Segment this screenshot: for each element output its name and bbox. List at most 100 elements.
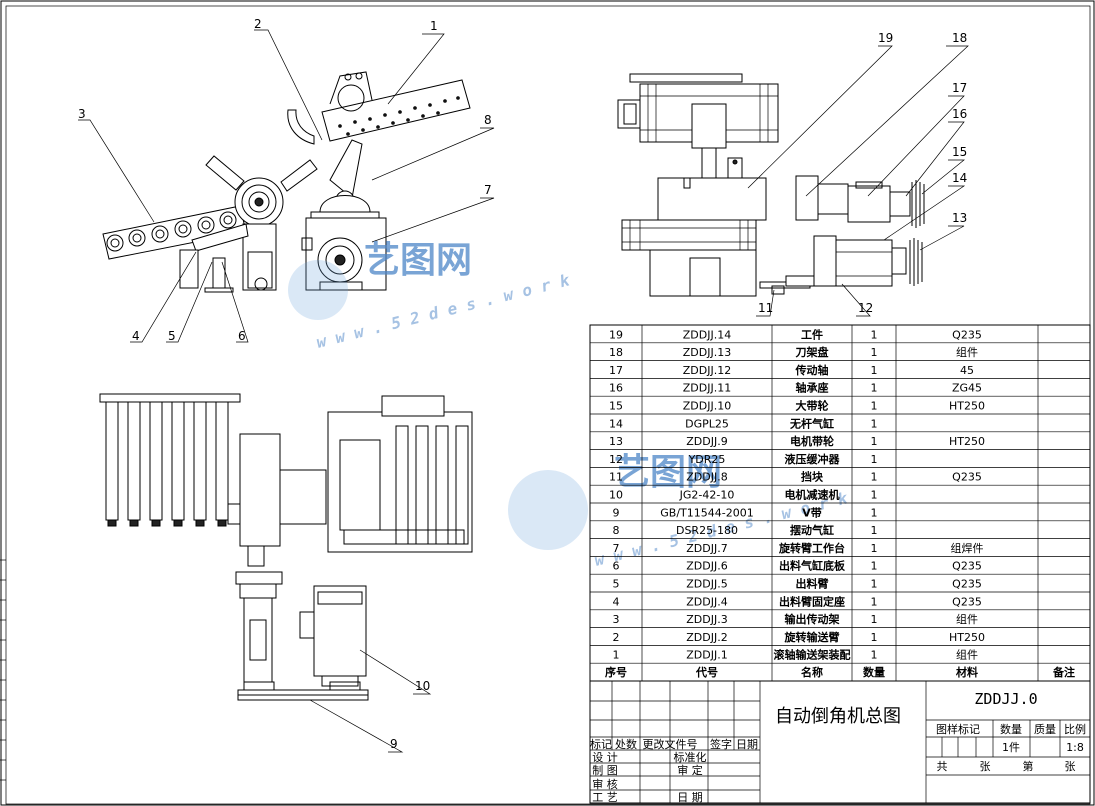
balloon-18: 18 [952,31,967,45]
bom-cell-name: 旋转输送臂 [784,630,840,644]
balloon-11: 11 [758,301,773,315]
center-rotary [227,433,327,683]
bom-cell-material: HT250 [949,631,985,644]
bom-cell-name: 旋转臂工作台 [778,541,845,555]
bom-cell-material: Q235 [952,578,982,591]
bom-cell-code: ZDDJJ.3 [686,613,727,626]
balloon-6: 6 [238,329,246,343]
bom-cell-code: ZDDJJ.7 [686,542,727,555]
bom-cell-seq: 10 [609,489,623,502]
bom-cell-name: 电机减速机 [785,488,840,502]
balloon-8: 8 [484,113,492,127]
bom-cell-code: ZDDJJ.2 [686,631,727,644]
meta-qty-value: 1件 [1002,741,1020,754]
left-margin-ticks [0,559,6,781]
bom-cell-name: 无杆气缸 [789,416,834,430]
upper-feed-plate [287,71,471,145]
bom-cell-code: JG2-42-10 [679,489,735,502]
gantry-assembly [617,73,811,297]
bom-header-material: 材料 [956,665,978,679]
bom-header-name: 名称 [801,665,823,679]
bom-cell-seq: 18 [609,346,623,359]
bom-cell-name: V带 [802,505,822,519]
bom-cell-material: 组焊件 [951,541,984,555]
balloon-7: 7 [484,183,492,197]
bom-cell-qty: 1 [871,453,878,466]
balloon-3: 3 [78,107,86,121]
bom-cell-qty: 1 [871,542,878,555]
rotating-hub [205,155,318,291]
bom-cell-seq: 19 [609,328,623,341]
bom-cell-code: GB/T11544-2001 [660,506,753,519]
bom-cell-qty: 1 [871,400,878,413]
bom-cell-seq: 6 [613,560,620,573]
balloon-9: 9 [390,737,398,751]
bom-cell-code: YDR25 [688,453,726,466]
revision-header: 标记 处数 更改文件号 签字 日期 [590,737,758,751]
bom-cell-seq: 12 [609,453,623,466]
bom-cell-seq: 4 [613,595,620,608]
bom-cell-code: ZDDJJ.9 [686,435,727,448]
motor-unit [771,235,923,295]
balloon-2: 2 [254,17,262,31]
v-belt-drive [237,681,369,701]
bom-cell-seq: 3 [613,613,620,626]
title-block: 标记 处数 更改文件号 签字 日期 设 计 制 图 审 核 工 艺 标准化 审 … [589,680,1091,804]
balloon-4: 4 [132,329,140,343]
sheet-no-label: 第 [1023,759,1034,773]
bom-cell-seq: 17 [609,364,623,377]
bom-cell-seq: 9 [613,506,620,519]
sheet-count-row: 共 张 第 张 [937,759,1076,773]
balloon-15: 15 [952,145,967,159]
balloon-labels: 1 2 3 4 5 6 7 8 9 10 11 12 13 14 15 16 1… [78,17,967,751]
bom-cell-seq: 15 [609,400,623,413]
bom-header-code: 代号 [695,665,718,679]
rev-header-date: 日期 [736,738,758,751]
balloon-14: 14 [952,171,967,185]
bom-cell-qty: 1 [871,489,878,502]
right-roller-bank [327,395,473,553]
balloon-12: 12 [858,301,873,315]
role-draw: 制 图 [592,764,618,777]
bom-cell-seq: 5 [613,578,620,591]
bom-cell-qty: 1 [871,578,878,591]
bom-cell-qty: 1 [871,346,878,359]
meta-weight-label: 质量 [1034,723,1056,736]
bom-cell-qty: 1 [871,560,878,573]
balloon-19: 19 [878,31,893,45]
bom-cell-code: ZDDJJ.10 [683,400,731,413]
bom-cell-qty: 1 [871,613,878,626]
cutter-spindle [795,175,925,228]
bom-cell-name: 液压缓冲器 [785,452,841,466]
bom-cell-qty: 1 [871,631,878,644]
bom-cell-code: ZDDJJ.4 [686,595,727,608]
role-check: 审 核 [592,777,618,791]
meta-stage-label: 图样标记 [936,722,980,736]
bom-cell-name: 挡块 [801,470,824,484]
left-roller-bank [105,401,229,527]
bom-cell-material: ZG45 [952,382,982,395]
side-view [617,73,925,297]
balloon-10: 10 [415,679,430,693]
drawing-code: ZDDJJ.0 [974,690,1037,708]
bom-cell-name: 轴承座 [796,381,829,395]
bom-cell-material: Q235 [952,471,982,484]
bom-header-seq: 序号 [605,665,627,679]
bom-cell-material: Q235 [952,595,982,608]
gearmotor [299,585,367,687]
bom-cell-seq: 11 [609,471,623,484]
bom-cell-qty: 1 [871,328,878,341]
bom-cell-code: ZDDJJ.1 [686,649,727,662]
role-date: 日 期 [677,791,703,804]
bom-header-qty: 数量 [863,665,885,679]
bom-cell-qty: 1 [871,435,878,448]
balloon-5: 5 [168,329,176,343]
bom-cell-name: 传动轴 [795,363,829,377]
rotary-table [301,139,387,291]
bom-cell-material: HT250 [949,400,985,413]
discharge-arm [179,223,249,293]
bom-cell-seq: 13 [609,435,623,448]
bom-cell-qty: 1 [871,524,878,537]
bom-cell-qty: 1 [871,595,878,608]
